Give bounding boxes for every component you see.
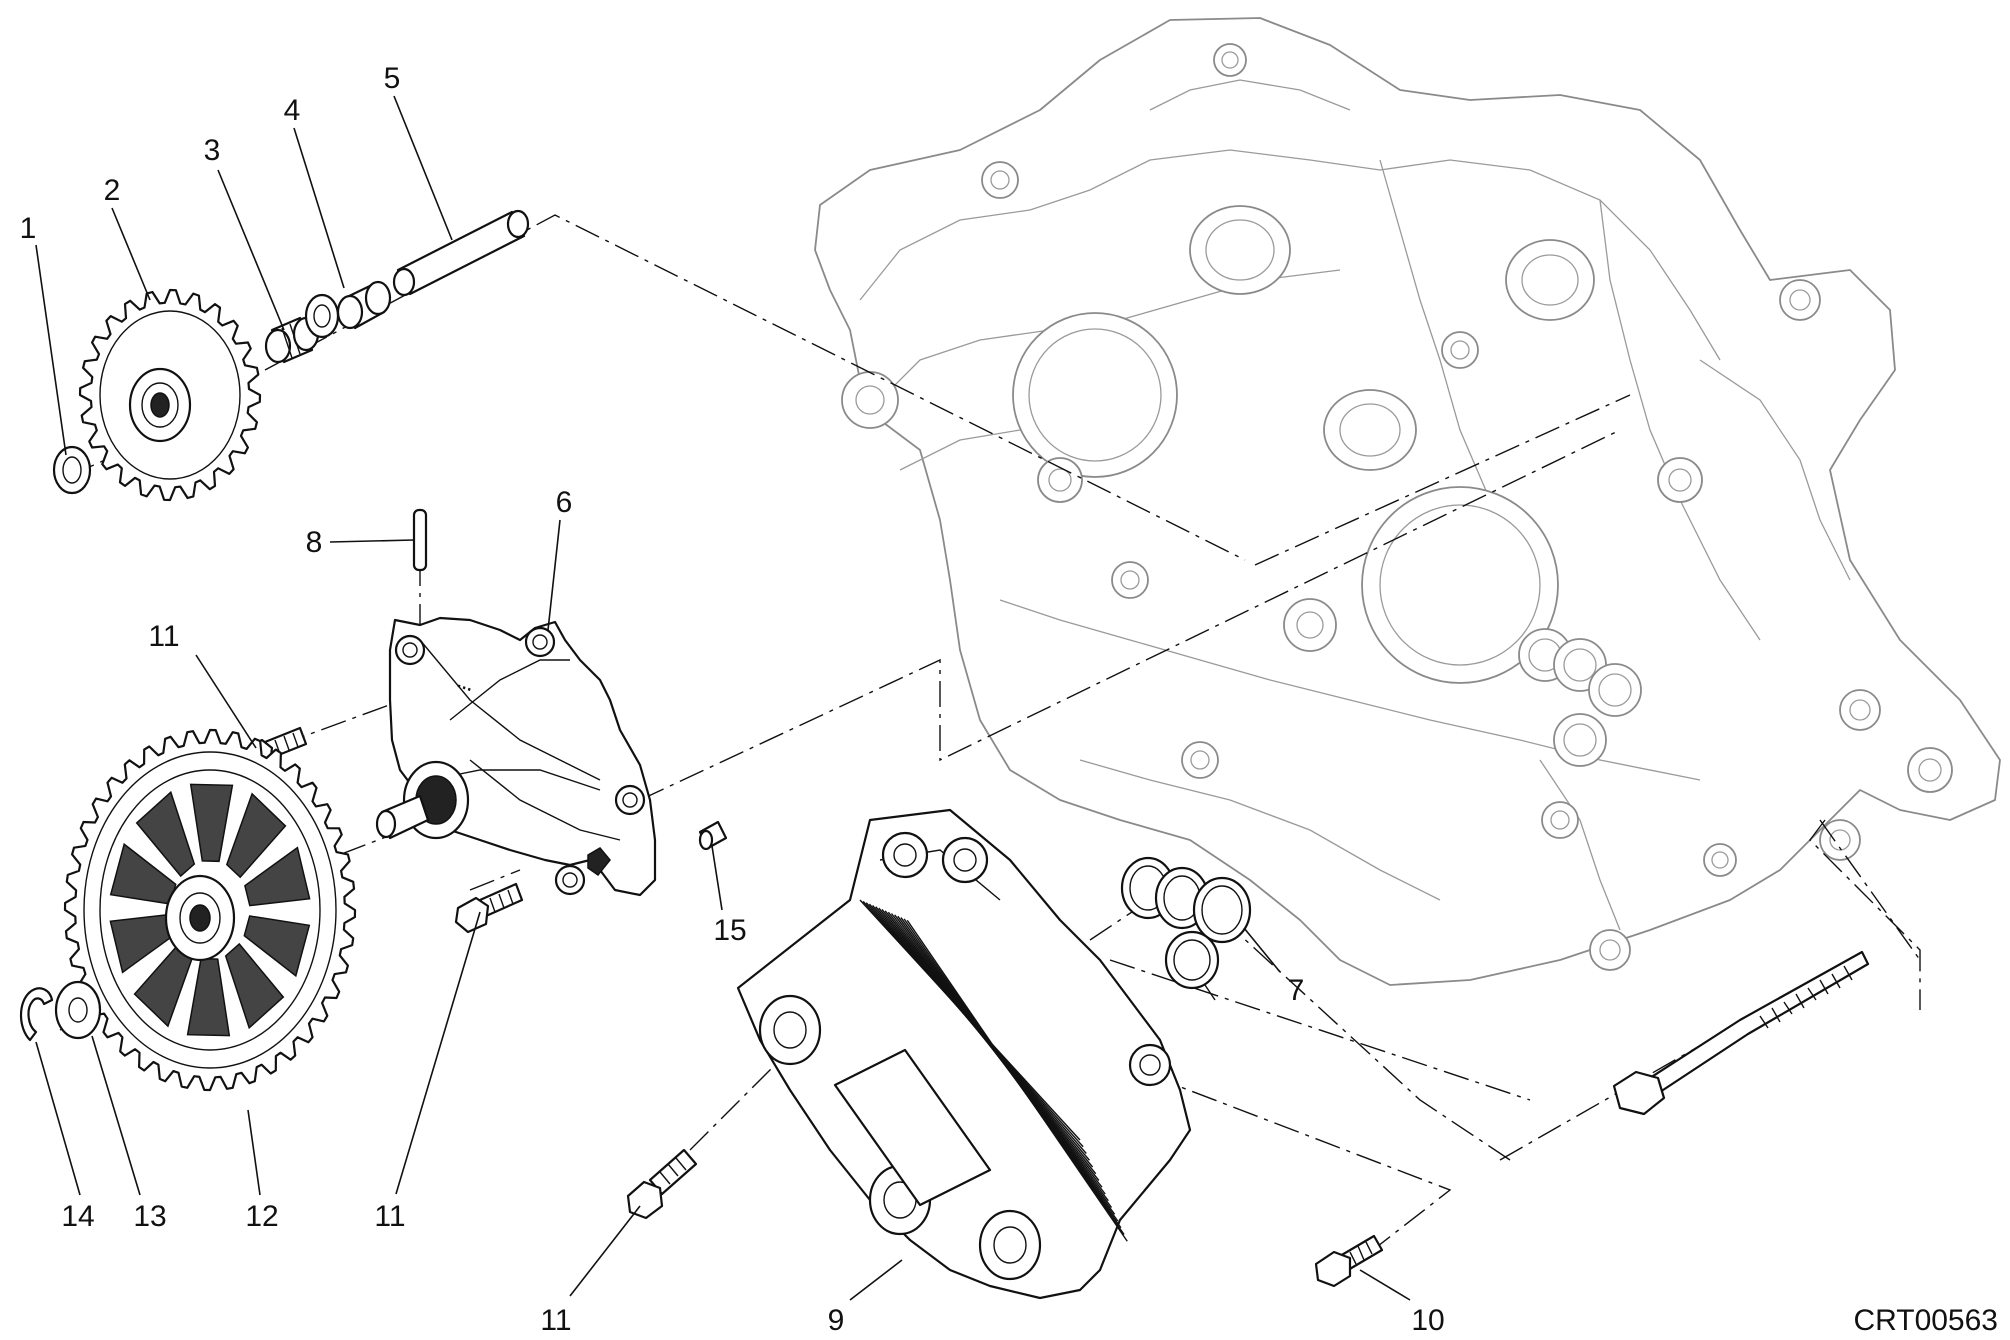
callout-15: 15: [713, 914, 746, 947]
callout-3: 3: [204, 134, 221, 167]
part-1-circlip: [52, 445, 92, 495]
callout-12: 12: [245, 1200, 278, 1233]
callout-7: 7: [1288, 974, 1305, 1007]
callout-11-lower: 11: [540, 1304, 571, 1337]
callout-9: 9: [828, 1304, 845, 1337]
callout-6: 6: [556, 486, 573, 519]
callout-13: 13: [133, 1200, 166, 1233]
callout-leaders: [35, 95, 1411, 1301]
part-13-washer: [54, 980, 102, 1040]
callout-11-middle: 11: [374, 1200, 405, 1233]
part-4-bushing: [304, 280, 392, 339]
pump-embossed-text: ⋯: [454, 678, 474, 699]
part-8-dowel-pin: [412, 508, 428, 572]
callout-8: 8: [306, 526, 323, 559]
drawing-code: CRT00563: [1853, 1304, 1998, 1337]
part-11-bolt-lower: [626, 1148, 698, 1220]
part-7-o-rings: [1120, 856, 1252, 1001]
callout-14: 14: [61, 1200, 94, 1233]
part-12-large-gear: [63, 728, 357, 1092]
callout-1: 1: [20, 212, 37, 245]
part-10-long-bolt: [1612, 950, 1870, 1116]
part-9-oil-cooler: [736, 808, 1192, 1300]
part-6-pump-body: ⋯: [375, 616, 657, 897]
crankcase: [814, 17, 2001, 986]
callout-11-upper: 11: [148, 620, 179, 653]
callout-10: 10: [1411, 1304, 1444, 1337]
callout-4: 4: [284, 94, 301, 127]
part-2-gear: [78, 288, 262, 502]
part-5-shaft: [392, 209, 530, 297]
part-15-plug: [698, 820, 728, 851]
callout-5: 5: [384, 62, 401, 95]
callout-2: 2: [104, 174, 121, 207]
part-11-bolt-middle: [454, 882, 524, 934]
part-14-circlip: [19, 987, 54, 1042]
callout-labels: 1 2 3 4 5 6 7 8 9 10 11 11 11 12 13 14 1…: [20, 62, 1998, 1337]
part-10-short-bolt: [1314, 1234, 1384, 1288]
